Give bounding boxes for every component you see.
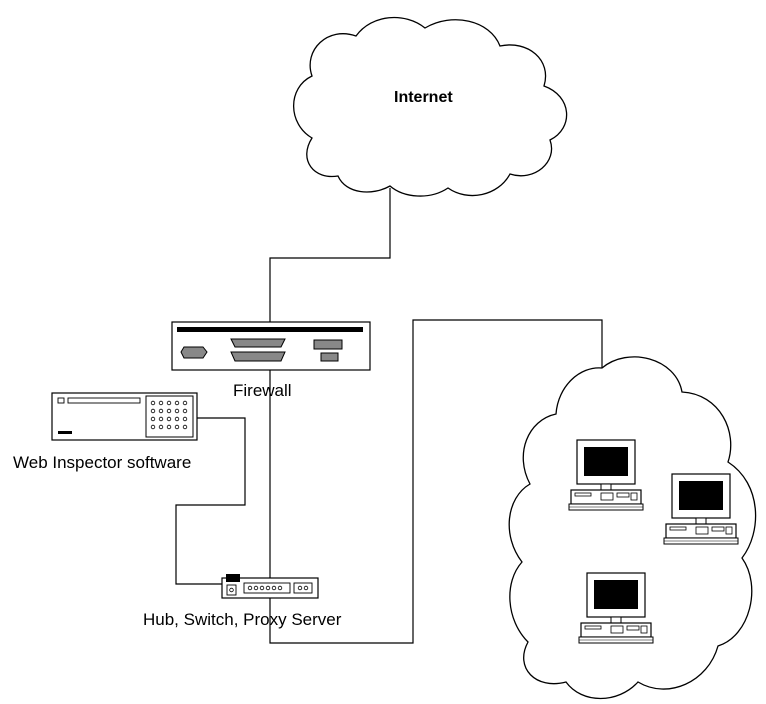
link-internet-firewall (269, 188, 391, 322)
workstation-1 (568, 439, 644, 511)
firewall-device-icon (171, 321, 371, 371)
link-hub-network (269, 319, 603, 644)
server-device-icon (51, 392, 198, 441)
link-inspector-hub (175, 417, 246, 585)
web-inspector-label: Web Inspector software (13, 453, 192, 472)
hub-label: Hub, Switch, Proxy Server (143, 610, 342, 629)
workstation-2 (663, 473, 739, 545)
network-cloud-icon (508, 356, 757, 700)
hub-device-icon (221, 574, 319, 599)
firewall-label: Firewall (233, 381, 292, 400)
workstation-3 (578, 572, 654, 644)
internet-label: Internet (394, 89, 453, 106)
connection-lines (175, 188, 603, 644)
internet-cloud-icon (292, 16, 568, 197)
